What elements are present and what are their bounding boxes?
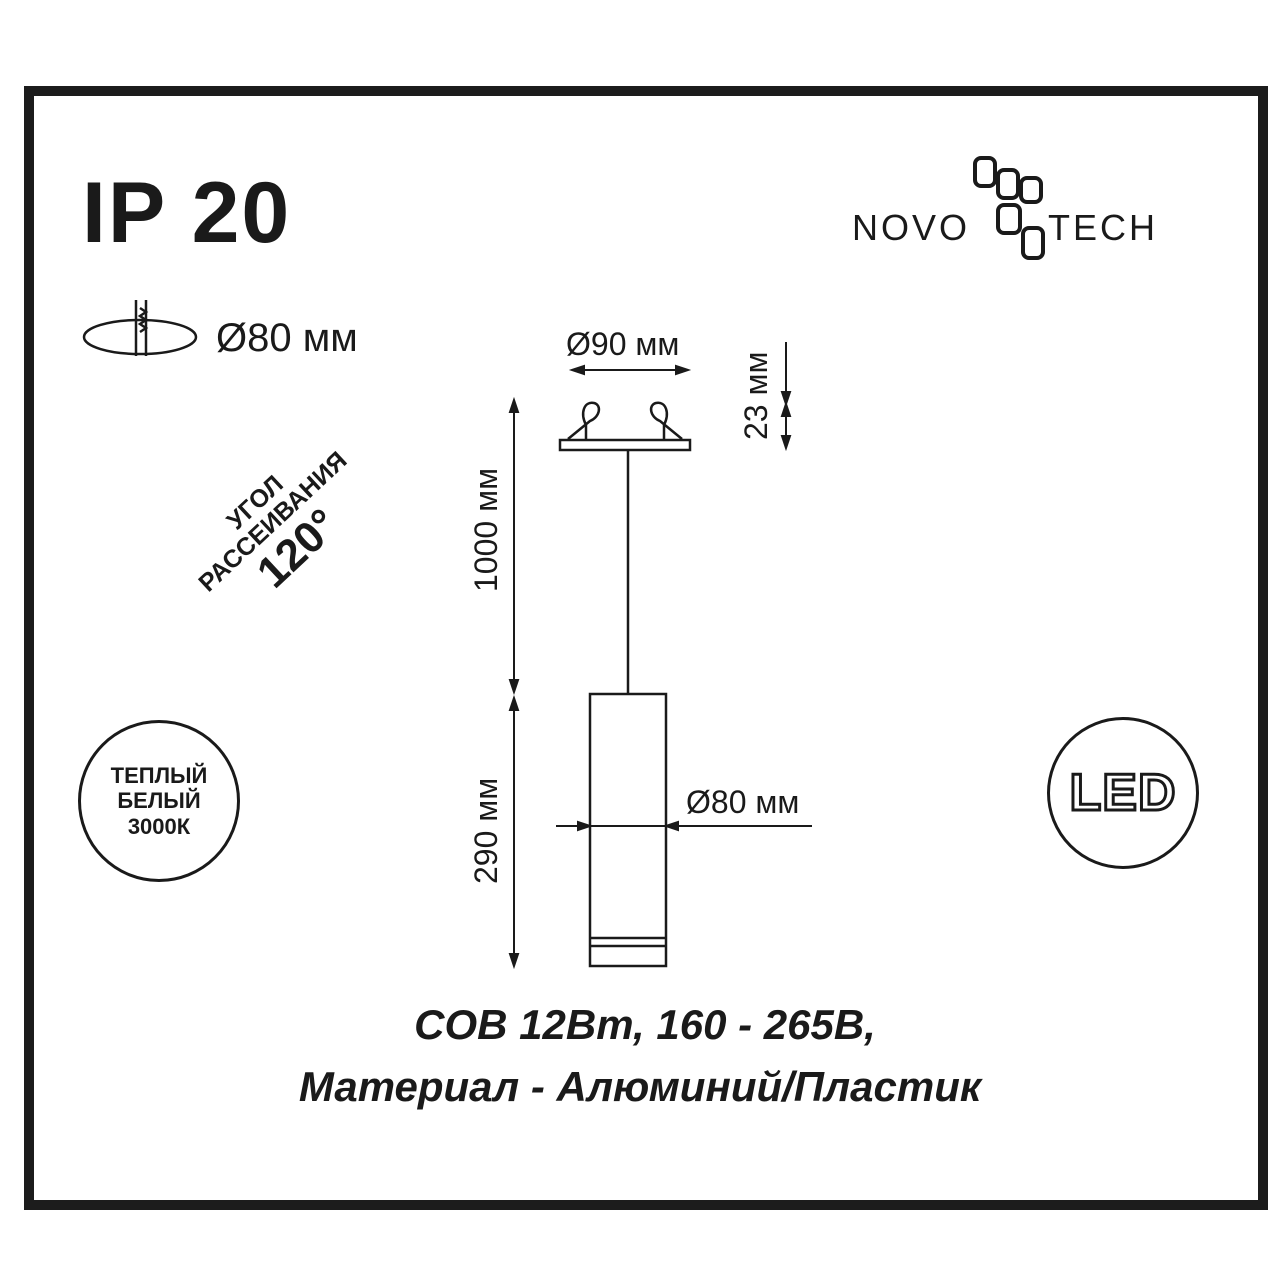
color-temp-line1: ТЕПЛЫЙ <box>110 763 208 789</box>
cutout-diameter-label: Ø80 мм <box>216 316 358 360</box>
arrow-left <box>568 364 585 376</box>
led-badge: LED <box>1047 717 1199 869</box>
logo-petal-5 <box>1021 226 1045 260</box>
arrow-left <box>662 820 679 832</box>
arrow-right <box>675 364 692 376</box>
arrow-right <box>577 820 594 832</box>
spec-material: Материал - Алюминий/Пластик <box>298 1063 982 1110</box>
logo-petal-4 <box>996 203 1022 235</box>
spec-power-voltage: COB 12Вт, 160 - 265В, <box>414 1001 876 1048</box>
logo-petal-2 <box>996 168 1020 200</box>
recessed-cutout-icon <box>82 300 198 356</box>
canopy-height-label: 23 мм <box>738 351 774 440</box>
brand-name-left: NOVO <box>852 207 970 248</box>
canopy-drawing <box>558 401 692 452</box>
arrow-up <box>508 694 520 711</box>
arrow-down <box>508 679 520 696</box>
canopy-diameter-label: Ø90 мм <box>566 326 680 362</box>
brand-logo-graphic: NOVO TECH <box>852 156 1158 260</box>
brand-logo: NOVO TECH <box>848 150 1208 270</box>
arrow-up <box>780 400 792 417</box>
body-diameter-label: Ø80 мм <box>686 784 800 820</box>
brand-name-right: TECH <box>1048 207 1158 248</box>
color-temp-value: 3000К <box>127 813 191 839</box>
ip-rating: IP 20 <box>82 165 292 261</box>
arrow-down <box>780 435 792 452</box>
arrow-down <box>508 953 520 970</box>
spec-sheet-frame <box>24 86 1268 1210</box>
lamp-body <box>588 692 668 968</box>
beam-angle-badge: УГОЛ РАССЕИВАНИЯ 120° <box>150 430 410 630</box>
led-badge-text: LED <box>1068 764 1177 822</box>
logo-petal-1 <box>973 156 997 188</box>
body-length-label: 290 мм <box>468 777 504 884</box>
logo-petal-3 <box>1019 176 1043 204</box>
arrow-down <box>780 391 792 408</box>
color-temp-line2: БЕЛЫЙ <box>117 788 201 814</box>
cable-length-label: 1000 мм <box>468 467 504 592</box>
arrow-up <box>508 396 520 413</box>
color-temperature-badge: ТЕПЛЫЙ БЕЛЫЙ 3000К <box>78 720 240 882</box>
